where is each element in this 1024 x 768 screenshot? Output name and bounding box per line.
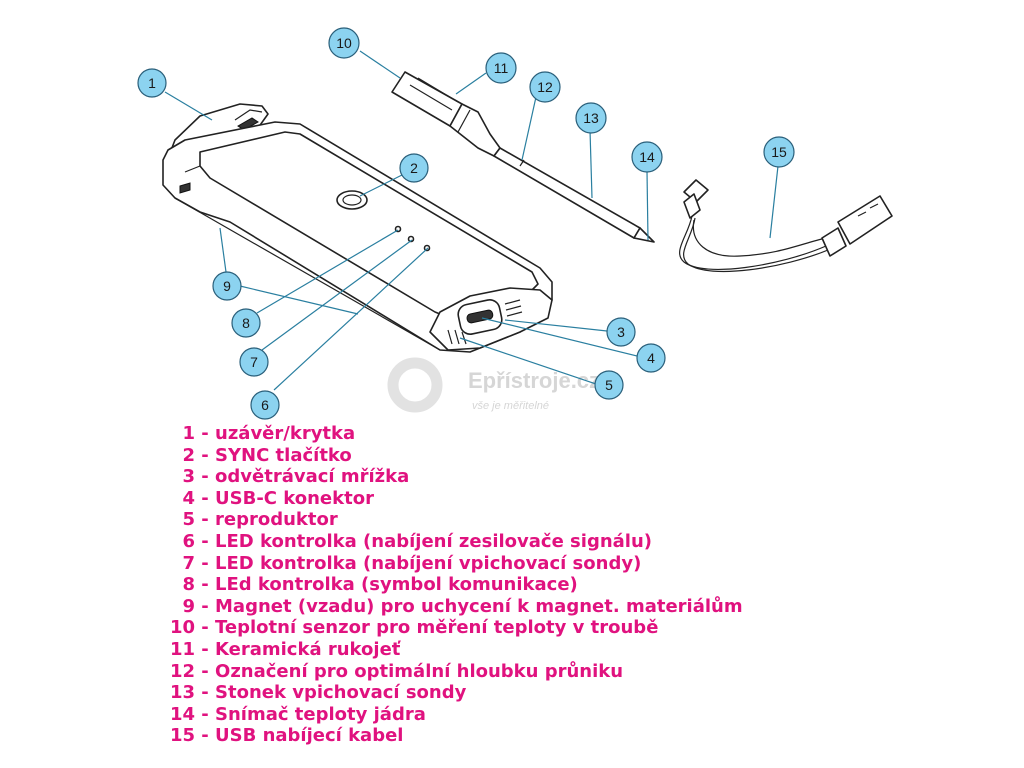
ring-logo-icon (387, 357, 443, 413)
legend-item: 1 - uzávěr/krytka (182, 423, 356, 444)
legend-item: 10 - Teplotní senzor pro měření teploty … (169, 617, 659, 639)
svg-text:14: 14 (639, 149, 655, 165)
callout-3: 3 (606, 317, 636, 347)
legend-item: 7 - LED kontrolka (nabíjení vpichovací s… (182, 552, 642, 574)
callout-1: 1 (137, 68, 167, 98)
callout-5: 5 (594, 370, 624, 400)
callout-15: 15 (763, 136, 795, 168)
callout-6: 6 (250, 390, 280, 420)
legend-item: 6 - LED kontrolka (nabíjení zesilovače s… (182, 530, 652, 552)
callout-8: 8 (231, 308, 261, 338)
leader-lines (164, 50, 779, 391)
svg-text:2: 2 (410, 160, 418, 176)
watermark: Epřístroje.cz vše je měřitelné (387, 357, 600, 413)
legend-item: 14 - Snímač teploty jádra (169, 703, 426, 725)
callout-markers: 1 2 3 4 5 6 7 8 9 10 11 12 13 14 15 (137, 27, 795, 420)
legend-item: 5 - reproduktor (182, 509, 338, 531)
usb-cable (679, 179, 893, 273)
legend-item: 13 - Stonek vpichovací sondy (169, 682, 467, 704)
callout-14: 14 (631, 141, 663, 173)
svg-text:11: 11 (494, 60, 509, 76)
legend-item: 15 - USB nabíjecí kabel (169, 725, 404, 747)
legend-item: 11 - Keramická rukojeť (169, 638, 401, 660)
watermark-brand: Epřístroje.cz (468, 368, 600, 393)
callout-4: 4 (636, 343, 666, 373)
legend-item: 2 - SYNC tlačítko (182, 444, 352, 466)
parts-legend: 1 - uzávěr/krytka 2 - SYNC tlačítko 3 - … (165, 423, 743, 747)
watermark-tagline: vše je měřitelné (472, 400, 549, 412)
callout-12: 12 (529, 71, 561, 103)
signal-booster (162, 103, 553, 353)
callout-9: 9 (212, 271, 242, 301)
svg-text:7: 7 (250, 354, 258, 370)
legend-item: 9 - Magnet (vzadu) pro uchycení k magnet… (182, 595, 743, 617)
callout-7: 7 (239, 347, 269, 377)
legend-item: 8 - LEd kontrolka (symbol komunikace) (182, 574, 578, 596)
meat-probe (391, 71, 655, 243)
svg-text:13: 13 (583, 110, 599, 126)
svg-text:10: 10 (336, 35, 352, 51)
callout-2: 2 (399, 153, 429, 183)
legend-item: 3 - odvětrávací mřížka (182, 466, 410, 488)
product-diagram: Epřístroje.cz vše je měřitelné (137, 27, 893, 420)
callout-10: 10 (328, 27, 360, 59)
svg-text:4: 4 (647, 350, 655, 366)
svg-text:12: 12 (537, 79, 553, 95)
callout-13: 13 (575, 102, 607, 134)
callout-11: 11 (485, 52, 517, 84)
svg-text:3: 3 (617, 324, 625, 340)
svg-text:5: 5 (605, 377, 613, 393)
svg-text:8: 8 (242, 315, 250, 331)
svg-text:6: 6 (261, 397, 269, 413)
svg-text:15: 15 (771, 144, 787, 160)
legend-item: 4 - USB-C konektor (182, 487, 374, 509)
svg-text:9: 9 (223, 278, 231, 294)
svg-text:1: 1 (148, 75, 156, 91)
legend-item: 12 - Označení pro optimální hloubku průn… (169, 660, 624, 682)
